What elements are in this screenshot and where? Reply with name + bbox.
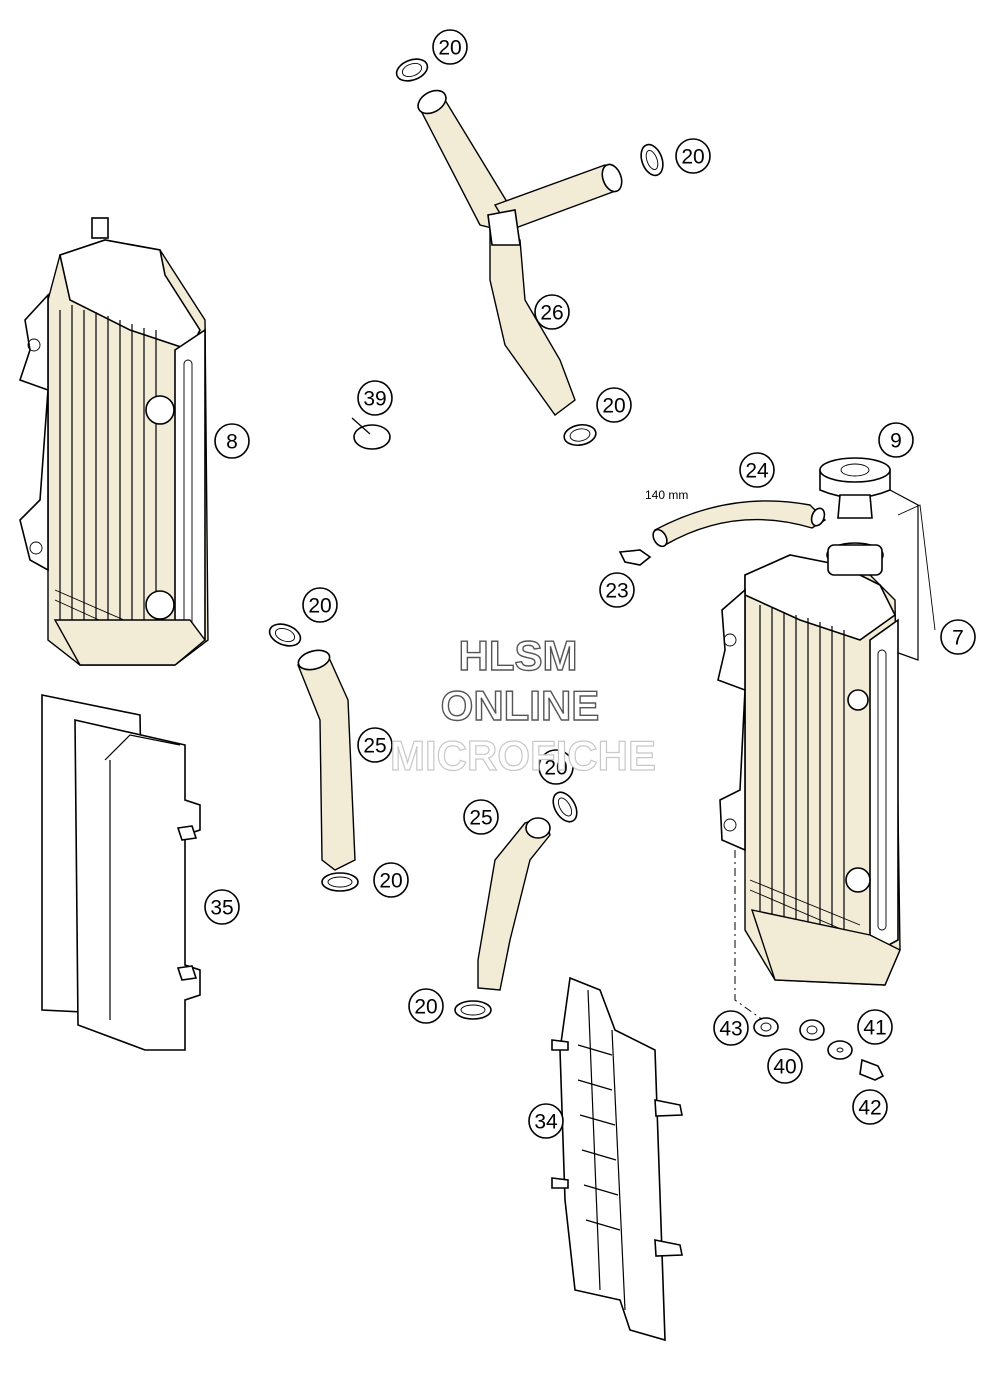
callout-24: 24	[739, 452, 775, 488]
callout-9: 9	[878, 422, 914, 458]
callout-circle	[373, 862, 409, 898]
callout-26: 26	[534, 294, 570, 330]
callout-number: 40	[773, 1056, 796, 1079]
callout-35: 35	[204, 889, 240, 925]
callout-43: 43	[713, 1010, 749, 1046]
callout-circle	[204, 889, 240, 925]
callout-number: 7	[952, 627, 964, 650]
callout-8: 8	[214, 423, 250, 459]
callout-20: 20	[596, 387, 632, 423]
callout-20: 20	[408, 988, 444, 1024]
leader-lines	[897, 504, 936, 631]
callout-39: 39	[357, 380, 393, 416]
callout-20: 20	[675, 138, 711, 174]
upper-y-hose	[417, 89, 623, 416]
callout-number: 20	[438, 37, 461, 60]
callout-number: 20	[379, 870, 402, 893]
right-radiator-fins	[749, 605, 861, 936]
callout-number: 42	[858, 1097, 881, 1120]
drain-parts	[734, 850, 885, 1081]
callout-circle	[675, 138, 711, 174]
callout-number: 26	[540, 302, 563, 325]
overflow-hose	[618, 500, 827, 566]
callout-circle	[214, 423, 250, 459]
callout-number: 39	[363, 388, 386, 411]
callout-circle	[599, 572, 635, 608]
callout-20: 20	[432, 29, 468, 65]
callout-circle	[528, 1103, 564, 1139]
callout-circle	[596, 387, 632, 423]
callout-25: 25	[357, 727, 393, 763]
hose-clamps	[268, 58, 664, 1020]
callout-number: 43	[719, 1018, 742, 1041]
callout-42: 42	[852, 1089, 888, 1125]
callout-number: 35	[210, 897, 233, 920]
callout-circle	[739, 452, 775, 488]
callout-number: 20	[681, 146, 704, 169]
cable-tie	[351, 417, 391, 450]
callouts: 20 20 26 20 39 8 9 24 23 7 20 25 20 20 25 35 20 43 41 40 42 3…	[204, 29, 976, 1139]
callout-number: 25	[469, 807, 492, 830]
callout-number: 20	[602, 395, 625, 418]
left-radiator	[18, 217, 209, 666]
callout-circle	[408, 988, 444, 1024]
callout-circle	[852, 1089, 888, 1125]
callout-circle	[357, 727, 393, 763]
right-shroud	[551, 976, 683, 1342]
watermark-line-1: HLSM	[459, 632, 578, 679]
callout-number: 24	[745, 460, 769, 483]
callout-41: 41	[857, 1009, 893, 1045]
right-radiator	[717, 542, 901, 986]
callout-number: 20	[544, 757, 567, 780]
callout-number: 41	[863, 1017, 886, 1040]
callout-20: 20	[373, 862, 409, 898]
lower-hose-left	[297, 649, 356, 871]
callout-20: 20	[302, 587, 338, 623]
callout-circle	[538, 749, 574, 785]
callout-circle	[302, 587, 338, 623]
radiator-cap	[819, 457, 919, 661]
callout-circle	[767, 1048, 803, 1084]
callout-circle	[878, 422, 914, 458]
callout-number: 20	[414, 996, 437, 1019]
watermark-line-3: MICROFICHE	[390, 732, 656, 779]
callout-number: 23	[605, 580, 628, 603]
callout-40: 40	[767, 1048, 803, 1084]
callout-circle	[940, 619, 976, 655]
callout-number: 25	[363, 735, 386, 758]
callout-number: 8	[226, 431, 238, 454]
lower-hose-right	[477, 817, 551, 991]
watermark-line-2: ONLINE	[441, 682, 600, 729]
left-shroud	[41, 694, 201, 1051]
callout-34: 34	[528, 1103, 564, 1139]
callout-20: 20	[538, 749, 574, 785]
callout-circle	[463, 799, 499, 835]
callout-circle	[713, 1010, 749, 1046]
hose-length-label: 140 mm	[645, 488, 688, 502]
callout-number: 9	[890, 430, 902, 453]
callout-circle	[534, 294, 570, 330]
callout-number: 34	[534, 1111, 558, 1134]
watermark: HLSM ONLINE MICROFICHE	[389, 631, 656, 779]
callout-7: 7	[940, 619, 976, 655]
callout-circle	[357, 380, 393, 416]
callout-23: 23	[599, 572, 635, 608]
callout-circle	[857, 1009, 893, 1045]
callout-25: 25	[463, 799, 499, 835]
callout-number: 20	[308, 595, 331, 618]
callout-circle	[432, 29, 468, 65]
